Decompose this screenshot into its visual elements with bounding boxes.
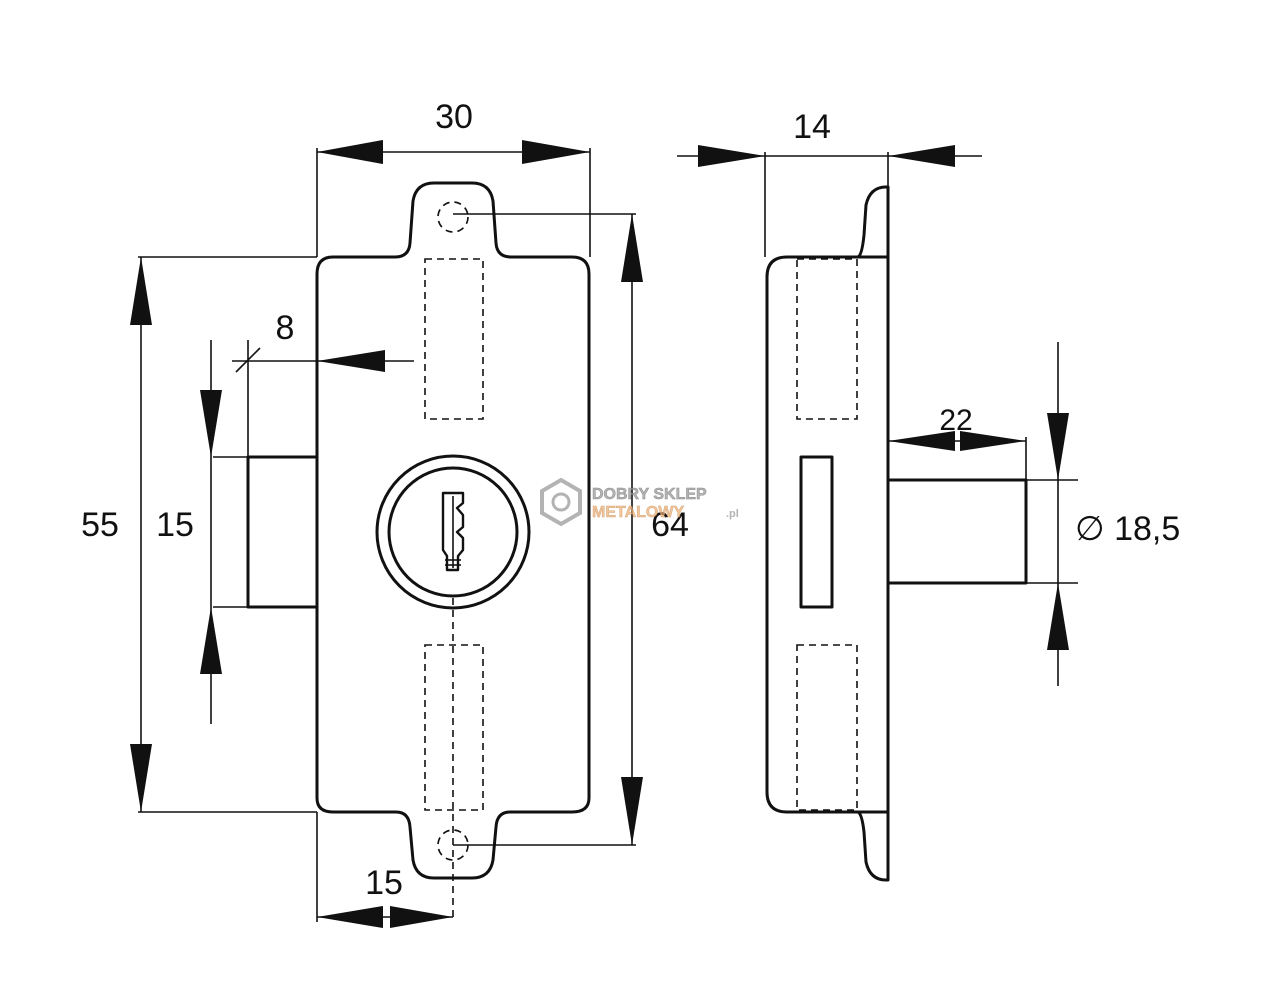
keyway-icon — [441, 491, 465, 572]
dim-body-height: 55 — [81, 506, 119, 544]
watermark-suffix: .pl — [726, 508, 739, 520]
dim-bolt-height: 15 — [156, 506, 194, 544]
side-bolt-slot — [799, 455, 834, 609]
top-mounting-hole — [437, 201, 469, 233]
dim-depth-total: 14 — [793, 108, 831, 146]
dim-hole-offset: 15 — [365, 864, 403, 902]
dim-cylinder-length: 22 — [939, 404, 972, 437]
upper-hidden-slot — [424, 258, 484, 420]
lower-hidden-slot — [424, 644, 484, 811]
side-dimensions: 14 22 ∅ 18,5 — [677, 108, 1180, 686]
side-upper-hidden-slot — [796, 258, 858, 420]
front-view — [213, 181, 591, 918]
hex-nut-hole — [551, 492, 571, 512]
watermark-logo: DOBRY SKLEP METALOWY .pl — [540, 477, 739, 527]
bolt — [246, 455, 319, 609]
watermark-line1: DOBRY SKLEP — [592, 486, 707, 503]
side-lower-hidden-slot — [796, 644, 858, 811]
key-cylinder-inner — [387, 466, 519, 598]
side-cylinder — [886, 478, 1028, 585]
key-cylinder-outer — [375, 454, 531, 610]
dim-width-total: 30 — [435, 98, 473, 136]
side-body-outline — [765, 185, 890, 882]
side-view — [765, 185, 1028, 882]
dim-cylinder-diameter: ∅ 18,5 — [1075, 510, 1180, 548]
front-dimensions: 30 55 64 15 8 15 — [81, 98, 689, 928]
hex-nut-icon — [540, 477, 582, 527]
dim-bolt-offset: 8 — [276, 309, 295, 347]
watermark-line2: METALOWY — [592, 504, 684, 521]
dim-total-height: 64 — [651, 506, 689, 544]
front-body-outline — [315, 181, 591, 880]
